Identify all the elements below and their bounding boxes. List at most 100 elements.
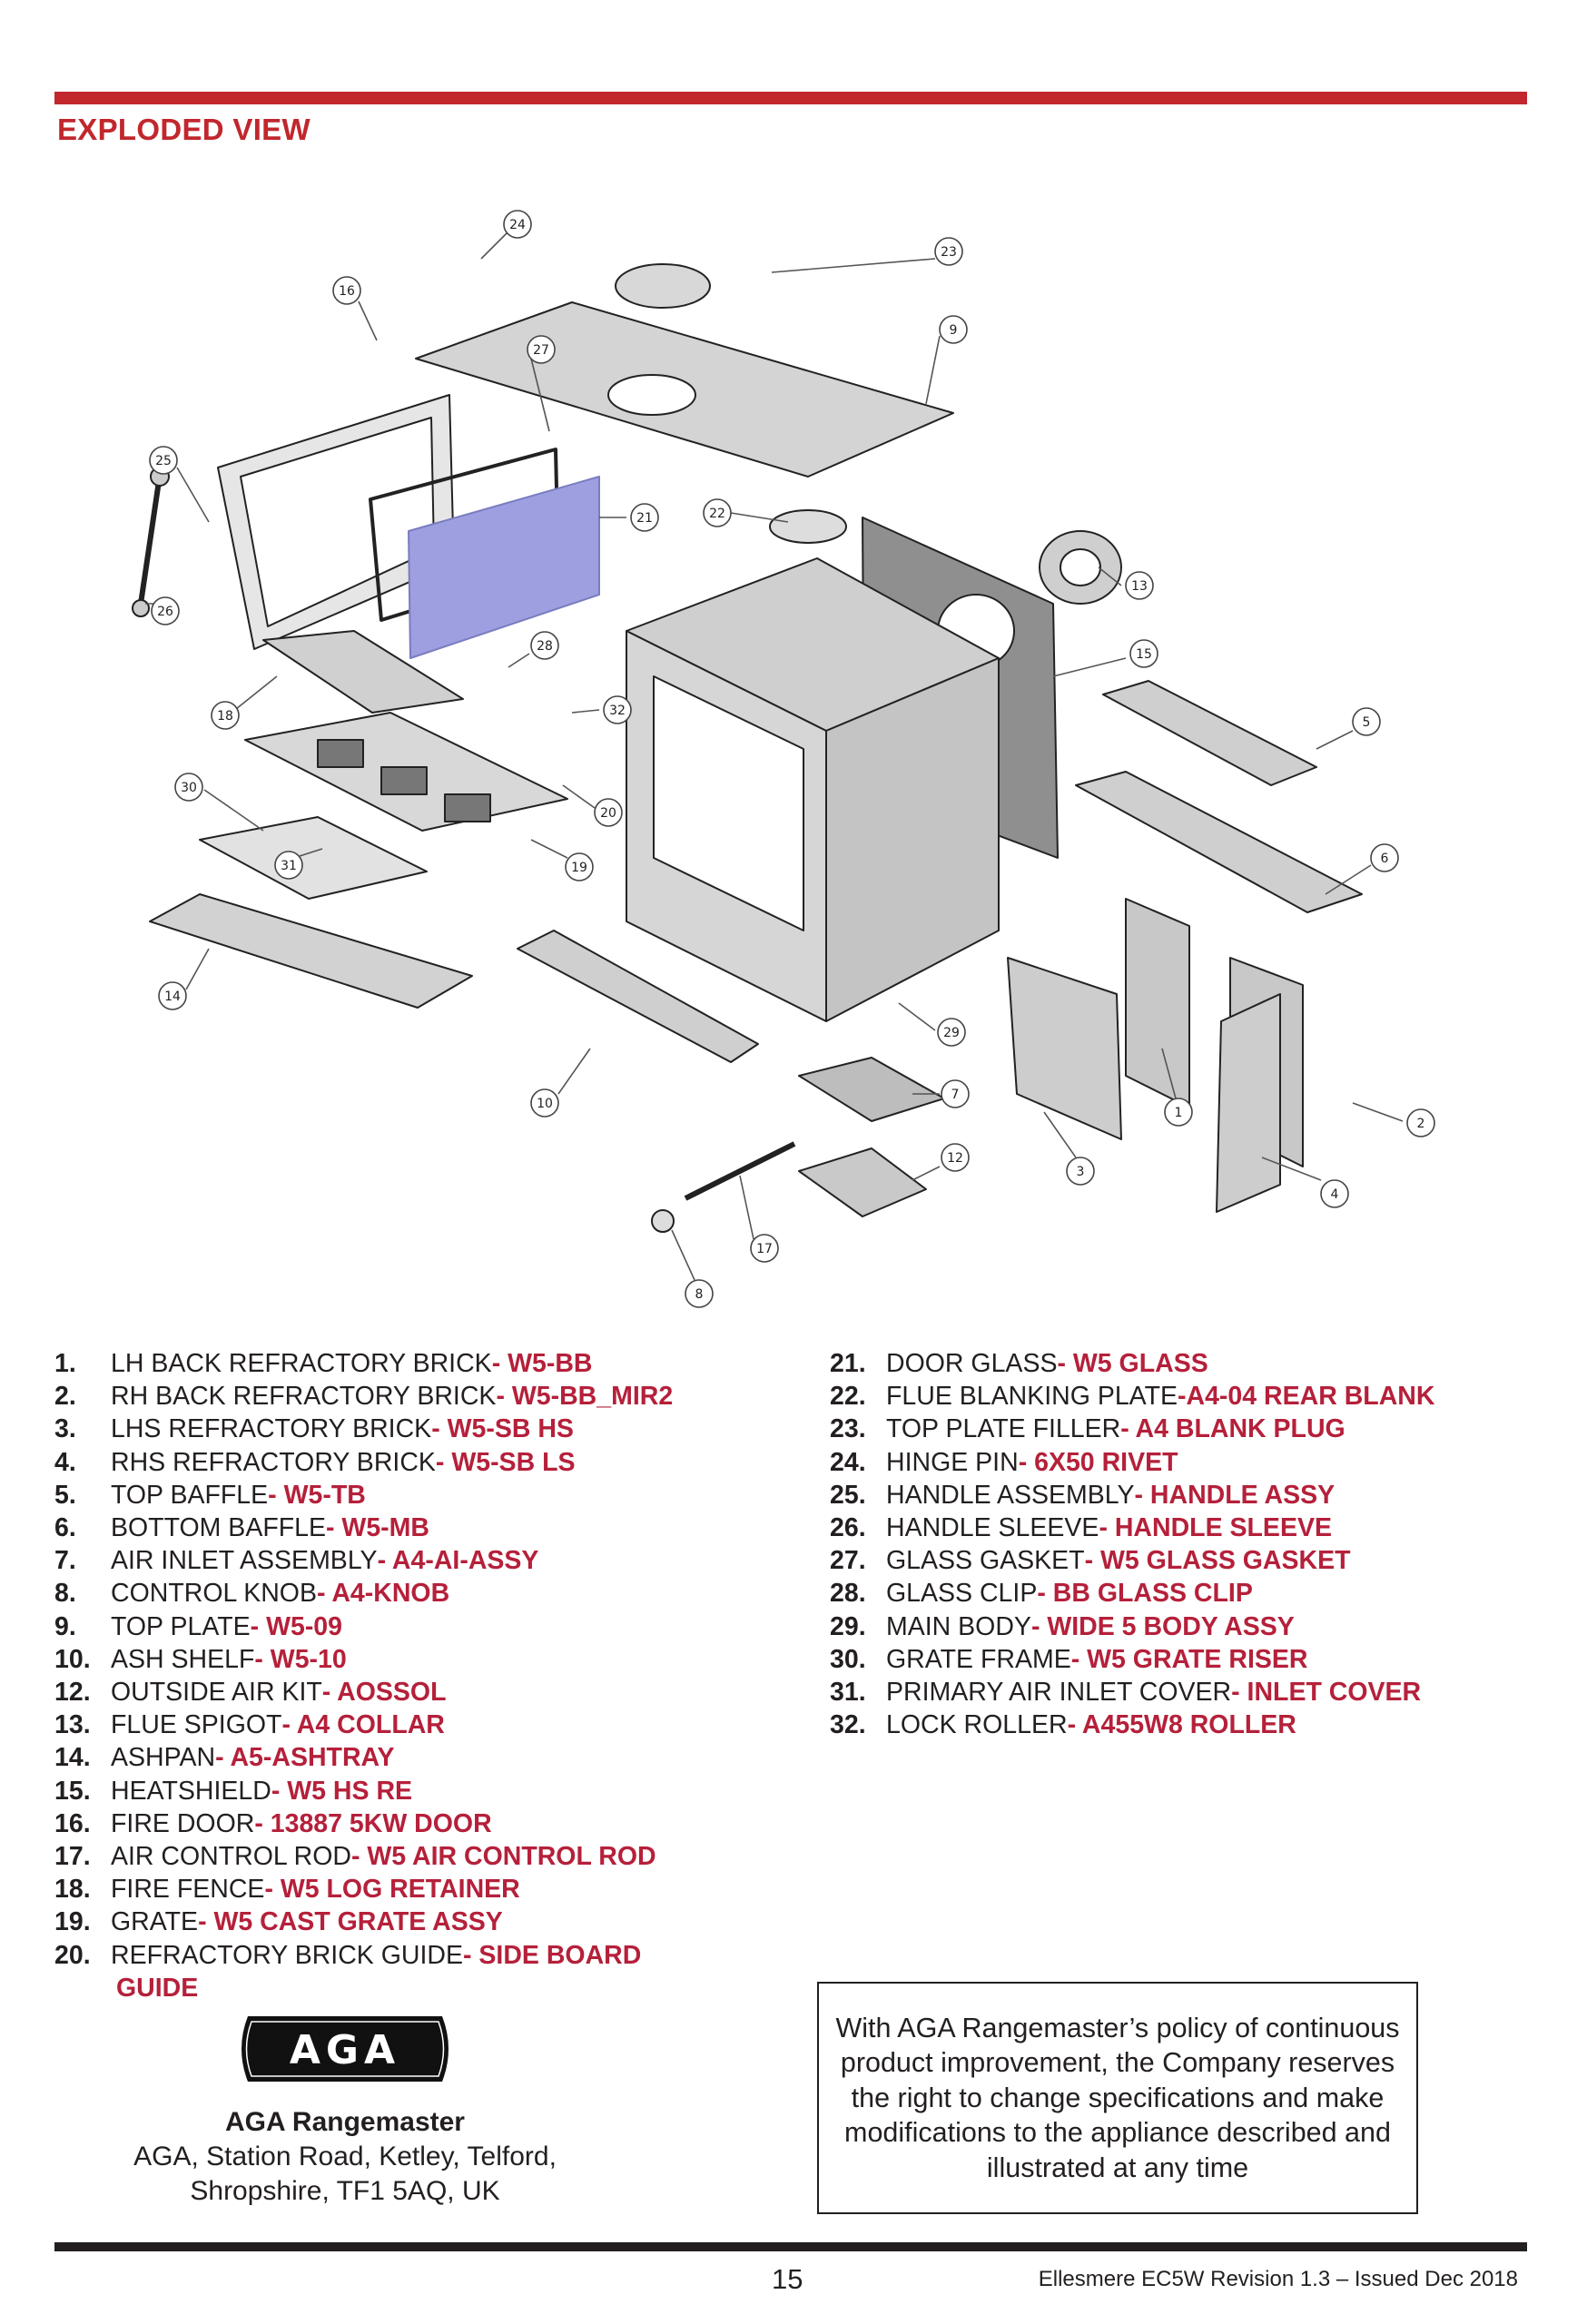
callout-label: 31 <box>281 859 297 873</box>
callout-label: 32 <box>609 704 626 718</box>
part-row: 5.TOP BAFFLE - W5-TB <box>54 1479 799 1512</box>
address-line: Shropshire, TF1 5AQ, UK <box>190 2176 500 2206</box>
part-row: 12.OUTSIDE AIR KIT - AOSSOL <box>54 1676 799 1709</box>
part-name: GLASS GASKET <box>886 1546 1085 1576</box>
callout-19: 19 <box>565 852 594 881</box>
callout-label: 16 <box>339 284 355 299</box>
grate-slots-a <box>317 739 364 768</box>
callout-1: 1 <box>1164 1098 1193 1127</box>
part-code: - 6X50 RIVET <box>1018 1447 1178 1477</box>
bottom-rule <box>54 2242 1527 2251</box>
part-name: CONTROL KNOB <box>111 1579 317 1609</box>
part-name: REFRACTORY BRICK GUIDE <box>111 1940 463 1970</box>
lh-back-refractory-brick <box>1125 898 1190 1108</box>
part-name: TOP PLATE <box>111 1611 251 1641</box>
part-row: 15.HEATSHIELD - W5 HS RE <box>54 1775 799 1807</box>
part-name: PRIMARY AIR INLET COVER <box>886 1678 1232 1708</box>
callout-17: 17 <box>750 1234 779 1263</box>
part-code: - HANDLE ASSY <box>1134 1480 1336 1510</box>
policy-notice: With AGA Rangemaster’s policy of continu… <box>817 1982 1418 2214</box>
callout-label: 7 <box>951 1088 960 1102</box>
part-row: 6.BOTTOM BAFFLE - W5-MB <box>54 1512 799 1544</box>
rhs-refractory-brick <box>1216 993 1281 1213</box>
part-code: -A4-04 REAR BLANK <box>1178 1382 1435 1412</box>
callout-28: 28 <box>530 631 559 660</box>
part-number: 14. <box>54 1743 91 1773</box>
callout-label: 30 <box>181 781 197 795</box>
callout-label: 27 <box>533 343 549 358</box>
callout-label: 4 <box>1331 1187 1339 1202</box>
part-code: - AOSSOL <box>321 1678 447 1708</box>
part-name: ASH SHELF <box>111 1644 255 1674</box>
part-row: 22.FLUE BLANKING PLATE -A4-04 REAR BLANK <box>830 1380 1538 1413</box>
callout-23: 23 <box>934 237 963 266</box>
callout-27: 27 <box>527 335 556 364</box>
ashpan <box>149 893 473 1009</box>
part-number: 21. <box>830 1349 866 1378</box>
part-name: OUTSIDE AIR KIT <box>111 1678 322 1708</box>
callout-label: 8 <box>695 1287 704 1302</box>
aga-logo-badge <box>242 2016 448 2082</box>
aga-logo: AGA <box>232 2013 458 2085</box>
part-code: - W5-09 <box>250 1611 343 1641</box>
callout-29: 29 <box>937 1018 966 1047</box>
callout-22: 22 <box>703 498 732 527</box>
part-name: LOCK ROLLER <box>886 1710 1068 1740</box>
aga-logo-inner-line <box>245 2021 445 2077</box>
callout-5: 5 <box>1352 707 1381 736</box>
bottom-baffle <box>1075 771 1363 913</box>
part-code: - W5 GLASS <box>1057 1349 1208 1378</box>
part-number: 23. <box>830 1414 866 1444</box>
callout-31: 31 <box>274 851 303 880</box>
part-row: 8.CONTROL KNOB - A4-KNOB <box>54 1577 799 1610</box>
part-row: 28.GLASS CLIP - BB GLASS CLIP <box>830 1577 1538 1610</box>
part-name: LHS REFRACTORY BRICK <box>111 1414 432 1444</box>
part-name: RH BACK REFRACTORY BRICK <box>111 1382 497 1412</box>
part-code: - W5 GRATE RISER <box>1070 1644 1308 1674</box>
callout-label: 14 <box>164 990 181 1004</box>
ash-shelf <box>517 930 759 1063</box>
part-name: DOOR GLASS <box>886 1349 1058 1378</box>
part-name: GRATE <box>111 1907 199 1937</box>
policy-notice-text: With AGA Rangemaster’s policy of continu… <box>835 2012 1400 2183</box>
callout-3: 3 <box>1066 1157 1095 1186</box>
part-row: 16.FIRE DOOR - 13887 5KW DOOR <box>54 1807 799 1840</box>
callout-label: 29 <box>943 1026 960 1040</box>
part-name: AIR INLET ASSEMBLY <box>111 1546 378 1576</box>
part-code: - A4 BLANK PLUG <box>1120 1414 1346 1444</box>
callout-2: 2 <box>1406 1108 1435 1137</box>
top-baffle <box>1102 680 1317 786</box>
part-number: 32. <box>830 1710 866 1740</box>
callout-4: 4 <box>1320 1179 1349 1208</box>
handle-rod <box>138 480 162 605</box>
callout-13: 13 <box>1125 571 1154 600</box>
part-row: 4.RHS REFRACTORY BRICK - W5-SB LS <box>54 1446 799 1479</box>
part-code: - SIDE BOARD <box>463 1940 642 1970</box>
part-code: - W5-MB <box>326 1513 429 1543</box>
part-row: 14.ASHPAN - A5-ASHTRAY <box>54 1741 799 1774</box>
callout-10: 10 <box>530 1088 559 1118</box>
callout-label: 1 <box>1175 1106 1183 1120</box>
part-code-continued: GUIDE <box>116 1973 199 2003</box>
parts-list-right: 21. DOOR GLASS - W5 GLASS 22.FLUE BLANKIN… <box>830 1347 1538 1741</box>
callout-label: 15 <box>1136 647 1152 662</box>
part-number: 8. <box>54 1579 76 1609</box>
part-row: 7.AIR INLET ASSEMBLY - A4-AI-ASSY <box>54 1544 799 1577</box>
part-name: AIR CONTROL ROD <box>111 1842 351 1872</box>
callout-24: 24 <box>503 210 532 239</box>
control-knob <box>651 1209 675 1233</box>
part-row: 21. DOOR GLASS - W5 GLASS <box>830 1347 1538 1380</box>
grate-frame <box>199 816 428 900</box>
callout-18: 18 <box>211 701 240 730</box>
part-row: 17.AIR CONTROL ROD - W5 AIR CONTROL ROD <box>54 1840 799 1873</box>
page-number: 15 <box>772 2263 803 2295</box>
part-row: 30.GRATE FRAME - W5 GRATE RISER <box>830 1643 1538 1676</box>
part-code: - WIDE 5 BODY ASSY <box>1030 1611 1295 1641</box>
part-number: 18. <box>54 1875 91 1905</box>
part-row: 29.MAIN BODY - WIDE 5 BODY ASSY <box>830 1610 1538 1643</box>
part-number: 9. <box>54 1611 76 1641</box>
callout-label: 26 <box>157 605 173 619</box>
flue-hole <box>607 374 696 416</box>
section-title: EXPLODED VIEW <box>57 113 310 146</box>
